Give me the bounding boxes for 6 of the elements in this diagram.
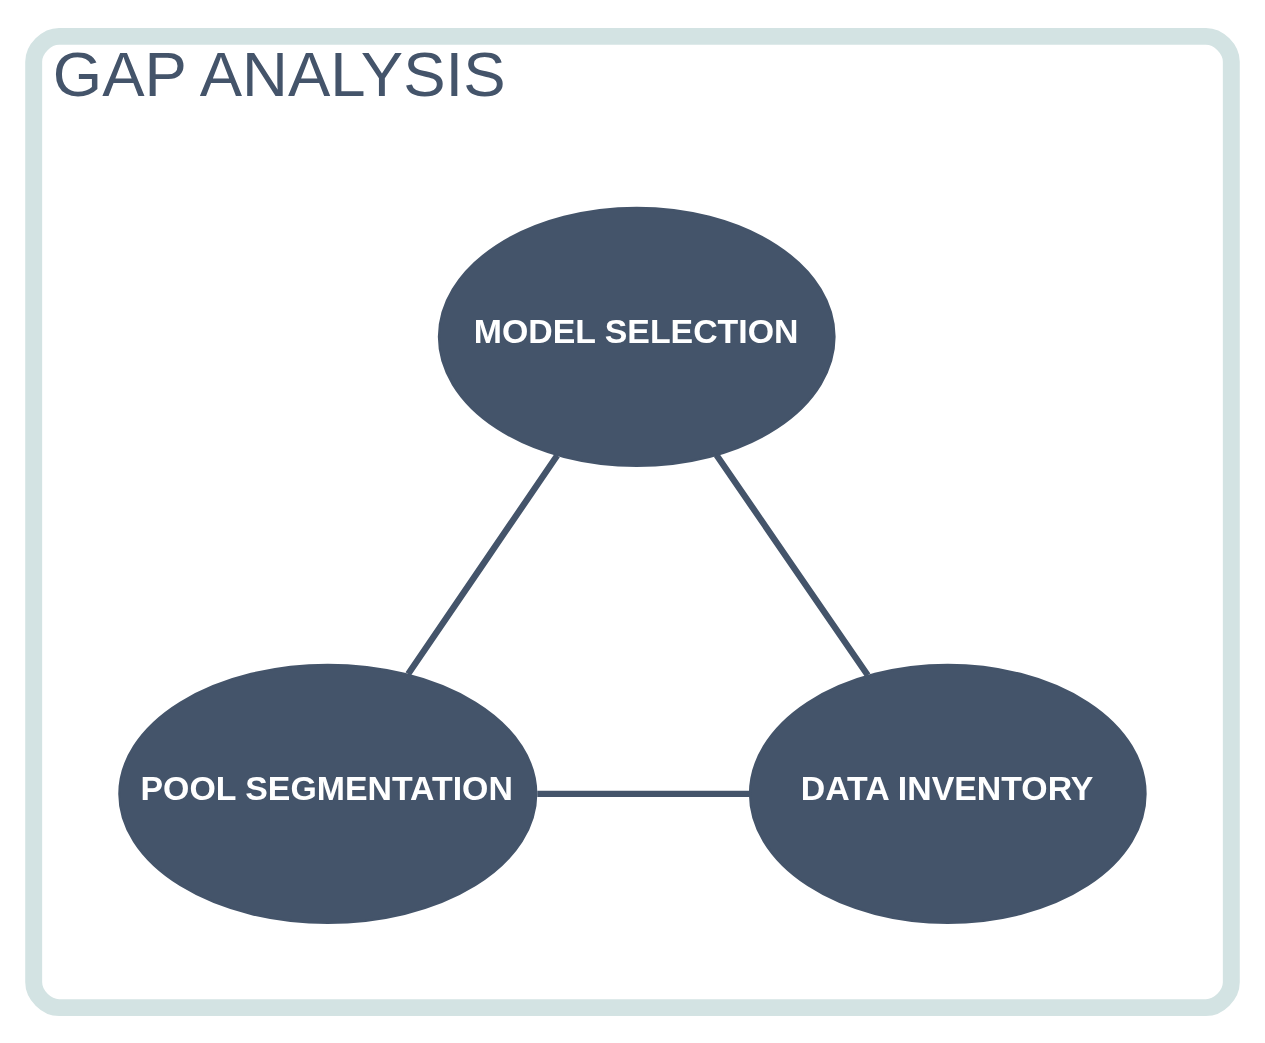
connector bbox=[537, 790, 750, 797]
node-ellipse: DATA INVENTORY bbox=[748, 663, 1147, 924]
connector bbox=[405, 453, 560, 676]
node-ellipse: POOL SEGMENTATION bbox=[118, 663, 538, 924]
connector bbox=[713, 452, 871, 677]
node-ellipse: MODEL SELECTION bbox=[437, 206, 836, 467]
